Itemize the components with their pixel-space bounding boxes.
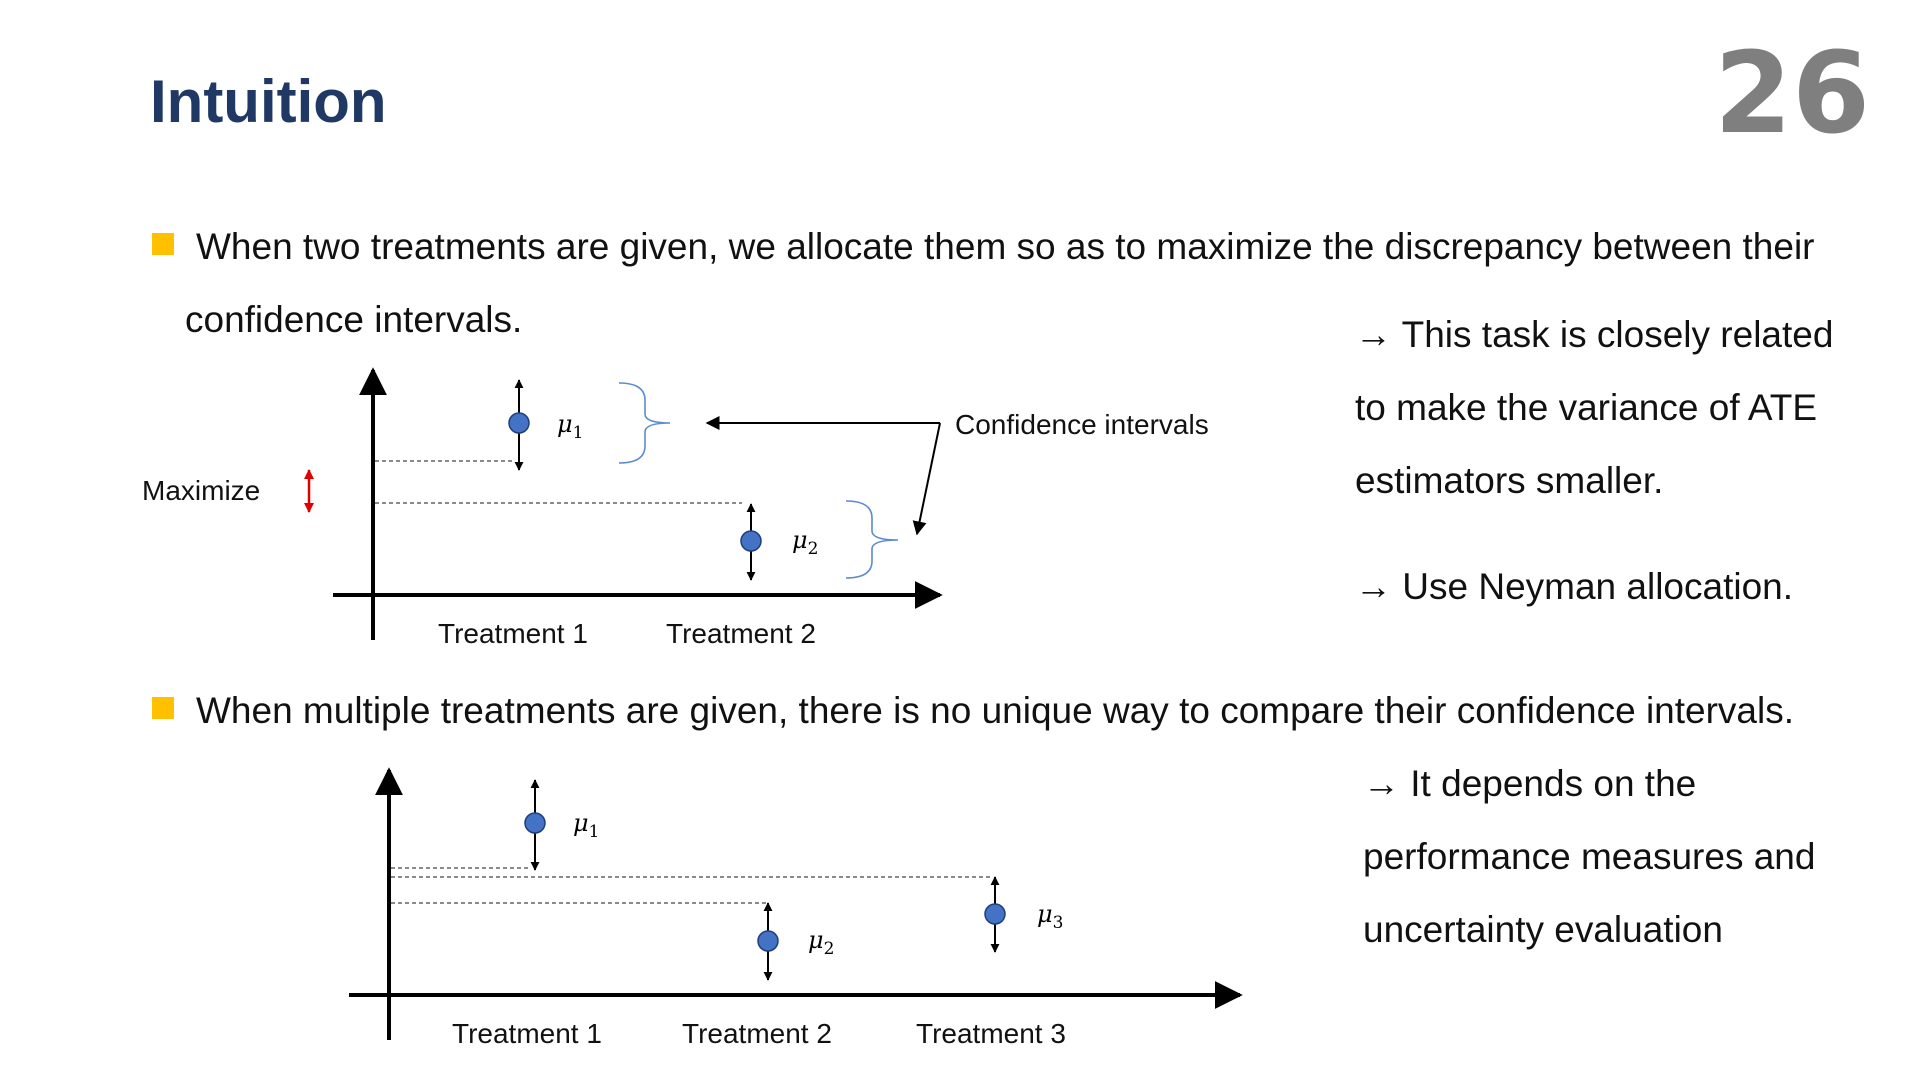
confidence-intervals-label: Confidence intervals xyxy=(955,409,1209,440)
side2-line1: → It depends on the xyxy=(1363,763,1697,804)
page-number: 26 xyxy=(1714,29,1870,159)
diagram1-x-label-2: Treatment 2 xyxy=(666,618,816,649)
diagram1-x-label-1: Treatment 1 xyxy=(438,618,588,649)
ci2-brace xyxy=(845,500,899,579)
diagram1: μ1 μ2 Confidence intervals Maximize Trea… xyxy=(142,367,1209,649)
diagram2-x-label-1: Treatment 1 xyxy=(452,1018,602,1049)
mu2-label: μ2 xyxy=(808,926,834,959)
bullet2-line1: When multiple treatments are given, ther… xyxy=(196,690,1794,731)
bullet1-line2: confidence intervals. xyxy=(185,299,523,340)
diagram2-x-label-2: Treatment 2 xyxy=(682,1018,832,1049)
slide-title: Intuition xyxy=(150,68,387,135)
side1-line1: → This task is closely related xyxy=(1355,314,1834,355)
mu3-label: μ3 xyxy=(1037,900,1063,933)
diagram2-x-label-3: Treatment 3 xyxy=(916,1018,1066,1049)
side1-line4: → Use Neyman allocation. xyxy=(1355,566,1794,607)
mu3-point xyxy=(984,903,1006,925)
bullet-square-icon xyxy=(152,697,174,719)
mu1-label: μ1 xyxy=(557,410,583,443)
mu2-point xyxy=(740,530,762,552)
side1-line3: estimators smaller. xyxy=(1355,460,1664,501)
bullet-square-icon xyxy=(152,233,174,255)
maximize-label: Maximize xyxy=(142,475,260,506)
side1-line2: to make the variance of ATE xyxy=(1355,387,1818,428)
side2-line3: uncertainty evaluation xyxy=(1363,909,1723,950)
side2-line2: performance measures and xyxy=(1363,836,1816,877)
mu1-point xyxy=(524,812,546,834)
mu1-label: μ1 xyxy=(573,809,599,842)
mu1-point xyxy=(508,412,530,434)
diagram2: μ1 μ2 μ3 Treatment 1 Treatment 2 Treatme… xyxy=(349,767,1243,1049)
ci1-brace xyxy=(618,382,671,464)
bullet1-line1: When two treatments are given, we alloca… xyxy=(196,226,1815,267)
mu2-point xyxy=(757,930,779,952)
mu2-label: μ2 xyxy=(792,526,818,559)
ci-pointer-arrow-2 xyxy=(912,422,941,536)
